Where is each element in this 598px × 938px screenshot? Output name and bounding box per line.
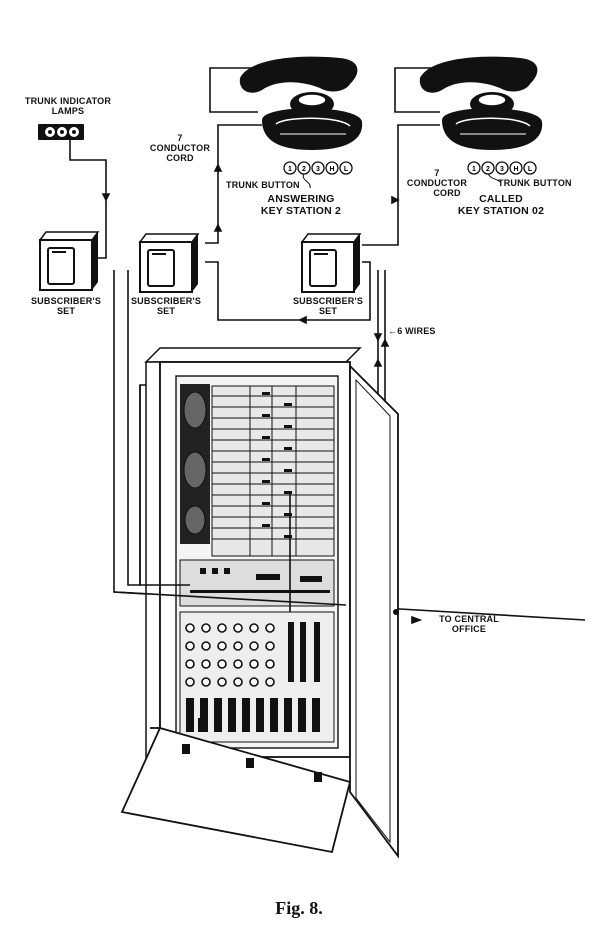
conductor-cord-label-right: 7 CONDUCTOR CORD <box>406 168 468 198</box>
key-button-label: 2 <box>302 166 306 173</box>
answering-station-label: ANSWERING KEY STATION 2 <box>260 193 342 217</box>
trunk-button-label-right: TRUNK BUTTON <box>498 178 572 188</box>
subscriber-set-1 <box>38 231 100 291</box>
key-button-label: L <box>528 166 533 173</box>
figure-caption: Fig. 8. <box>275 898 323 918</box>
trunk-indicator-lamps-label: TRUNK INDICATOR LAMPS <box>24 96 112 116</box>
subscriber-set-label-1: SUBSCRIBER'S SET <box>30 296 102 316</box>
cabinet-wiring <box>113 385 347 612</box>
telephone-answering <box>239 56 363 150</box>
trunk-button-label-left: TRUNK BUTTON <box>226 180 300 190</box>
key-buttons-called: 1 2 3 H L <box>467 161 537 183</box>
subscriber-set-label-3: SUBSCRIBER'S SET <box>292 296 364 316</box>
subscriber-set-2 <box>138 233 200 293</box>
key-button-label: H <box>513 166 518 173</box>
key-equipment-cabinet <box>120 347 399 859</box>
key-button-label: H <box>329 166 334 173</box>
key-button-label: 3 <box>500 166 504 173</box>
to-central-office-label: TO CENTRAL OFFICE <box>439 614 499 634</box>
key-button-label: L <box>344 166 349 173</box>
key-button-label: 2 <box>486 166 490 173</box>
key-button-label: 1 <box>288 166 292 173</box>
called-station-label: CALLED KEY STATION 02 <box>457 193 545 217</box>
trunk-indicator-lamp-box <box>38 124 84 140</box>
conductor-cord-label-left: 7 CONDUCTOR CORD <box>149 133 211 163</box>
key-button-label: 1 <box>472 166 476 173</box>
key-buttons-answering: 1 2 3 H L <box>283 161 353 189</box>
subscriber-set-3 <box>300 233 362 293</box>
key-button-label: 3 <box>316 166 320 173</box>
subscriber-set-label-2: SUBSCRIBER'S SET <box>130 296 202 316</box>
telephone-called <box>419 56 543 150</box>
six-wires-label: ←6 WIRES <box>388 326 436 336</box>
